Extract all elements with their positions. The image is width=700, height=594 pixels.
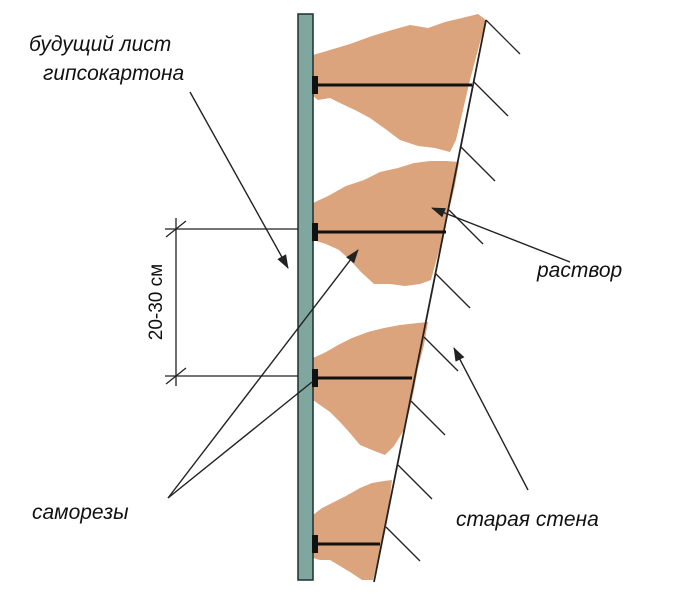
old-wall-hatch	[423, 336, 459, 372]
mortar-blob-3	[313, 322, 428, 455]
mortar-blobs	[313, 14, 486, 580]
drywall-label-line2: гипсокартона	[43, 62, 184, 85]
spacing-dimension: 20-30 см	[146, 218, 298, 386]
screws-leader-2	[167, 381, 313, 499]
old-wall-hatch	[448, 209, 484, 245]
dimension-tick	[165, 367, 187, 385]
screws-leader	[167, 249, 359, 499]
mortar-blob-1	[313, 14, 486, 152]
screw	[312, 535, 380, 553]
dimension-tick	[165, 220, 187, 238]
old-wall-hatch	[385, 526, 421, 562]
screws	[312, 76, 472, 553]
mortar-leader	[431, 207, 571, 263]
mortar-blob-4	[313, 480, 392, 580]
screw	[312, 223, 446, 241]
leaders	[167, 91, 571, 499]
screws-label: саморезы	[32, 501, 129, 524]
old-wall	[373, 19, 521, 583]
old-wall-hatch	[397, 464, 433, 500]
drywall-sheet	[297, 13, 314, 581]
old-wall-hatch	[460, 146, 496, 182]
spacing-label: 20-30 см	[146, 264, 167, 340]
old-wall-hatch	[435, 273, 471, 309]
screw	[312, 76, 472, 94]
old-wall-hatch	[410, 400, 446, 436]
drywall-label-line1: будущий лист	[29, 33, 171, 56]
old-wall-line	[373, 19, 487, 583]
drywall-leader	[189, 91, 289, 269]
old-wall-hatch	[473, 81, 509, 117]
mortar-label: раствор	[536, 259, 622, 282]
screw	[312, 369, 412, 387]
old-wall-label: старая стена	[456, 508, 599, 531]
old-wall-leader	[453, 347, 529, 491]
old-wall-hatch	[485, 19, 521, 55]
